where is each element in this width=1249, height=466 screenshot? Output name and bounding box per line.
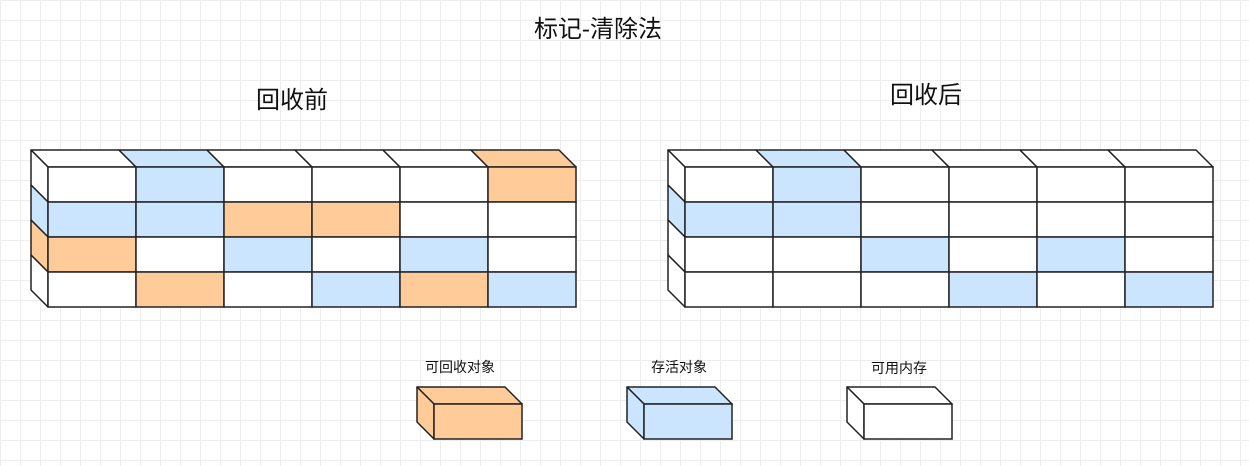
after-cell-r0-c2-free xyxy=(860,166,950,203)
legend-free-top-face xyxy=(846,386,953,405)
before-cell-r1-c0-live xyxy=(47,201,137,238)
after-top-face-3 xyxy=(931,149,1038,168)
before-cell-r1-c3-garbage xyxy=(311,201,401,238)
before-cell-r0-c3-free xyxy=(311,166,401,203)
after-cell-r2-c2-live xyxy=(860,236,950,273)
legend-label-garbage: 可回收对象 xyxy=(425,360,495,376)
after-cell-r2-c1-free xyxy=(772,236,862,273)
after-top-face-5 xyxy=(1107,149,1214,168)
before-cell-r2-c1-free xyxy=(135,236,225,273)
after-cell-r2-c5-free xyxy=(1124,236,1214,273)
before-cell-r2-c3-free xyxy=(311,236,401,273)
before-cell-r3-c2-free xyxy=(223,271,313,308)
diagram-title: 标记-清除法 xyxy=(534,15,662,43)
after-cell-r1-c3-free xyxy=(948,201,1038,238)
after-cell-r0-c5-free xyxy=(1124,166,1214,203)
legend-label-live: 存活对象 xyxy=(651,360,707,376)
before-cell-r2-c5-free xyxy=(487,236,577,273)
legend-box-garbage xyxy=(416,386,523,440)
after-top-face-4 xyxy=(1019,149,1126,168)
after-cell-r2-c3-free xyxy=(948,236,1038,273)
legend-box-live xyxy=(626,386,733,440)
after-top-face-0 xyxy=(667,149,774,168)
before-cell-r2-c2-live xyxy=(223,236,313,273)
legend-label-free: 可用内存 xyxy=(871,361,927,377)
before-cell-r2-c4-live xyxy=(399,236,489,273)
before-cell-r3-c3-live xyxy=(311,271,401,308)
before-label: 回收前 xyxy=(256,86,328,114)
before-cell-r3-c4-garbage xyxy=(399,271,489,308)
after-cell-r3-c1-free xyxy=(772,271,862,308)
before-cell-r0-c1-live xyxy=(135,166,225,203)
legend-box-free xyxy=(846,386,953,440)
before-cell-r0-c4-free xyxy=(399,166,489,203)
before-top-face-4 xyxy=(382,149,489,168)
legend-free-front-face xyxy=(863,403,953,440)
after-memory-grid xyxy=(667,149,1214,308)
before-top-face-0 xyxy=(30,149,137,168)
legend-live-top-face xyxy=(626,386,733,405)
after-cell-r2-c4-live xyxy=(1036,236,1126,273)
after-cell-r1-c4-free xyxy=(1036,201,1126,238)
legend-garbage-top-face xyxy=(416,386,523,405)
after-cell-r2-c0-free xyxy=(684,236,774,273)
after-cell-r3-c4-free xyxy=(1036,271,1126,308)
after-cell-r1-c0-live xyxy=(684,201,774,238)
before-cell-r3-c1-garbage xyxy=(135,271,225,308)
before-cell-r0-c2-free xyxy=(223,166,313,203)
after-cell-r3-c5-live xyxy=(1124,271,1214,308)
after-label: 回收后 xyxy=(890,81,962,109)
before-top-face-1 xyxy=(118,149,225,168)
legend-live-front-face xyxy=(643,403,733,440)
after-cell-r0-c1-live xyxy=(772,166,862,203)
after-cell-r0-c4-free xyxy=(1036,166,1126,203)
before-top-face-3 xyxy=(294,149,401,168)
after-top-face-1 xyxy=(755,149,862,168)
after-cell-r0-c0-free xyxy=(684,166,774,203)
before-cell-r1-c5-free xyxy=(487,201,577,238)
before-cell-r3-c0-free xyxy=(47,271,137,308)
before-memory-grid xyxy=(30,149,577,308)
before-cell-r0-c5-garbage xyxy=(487,166,577,203)
after-cell-r3-c3-live xyxy=(948,271,1038,308)
legend: 可回收对象 存活对象 可用内存 xyxy=(416,360,953,440)
before-cell-r0-c0-free xyxy=(47,166,137,203)
after-cell-r1-c1-live xyxy=(772,201,862,238)
before-top-face-5 xyxy=(470,149,577,168)
after-cell-r1-c2-free xyxy=(860,201,950,238)
before-cell-r1-c2-garbage xyxy=(223,201,313,238)
after-cell-r1-c5-free xyxy=(1124,201,1214,238)
after-cell-r0-c3-free xyxy=(948,166,1038,203)
before-cell-r1-c1-live xyxy=(135,201,225,238)
before-cell-r2-c0-garbage xyxy=(47,236,137,273)
after-cell-r3-c0-free xyxy=(684,271,774,308)
after-top-face-2 xyxy=(843,149,950,168)
before-top-face-2 xyxy=(206,149,313,168)
before-cell-r1-c4-free xyxy=(399,201,489,238)
legend-garbage-front-face xyxy=(433,403,523,440)
before-cell-r3-c5-live xyxy=(487,271,577,308)
after-cell-r3-c2-free xyxy=(860,271,950,308)
